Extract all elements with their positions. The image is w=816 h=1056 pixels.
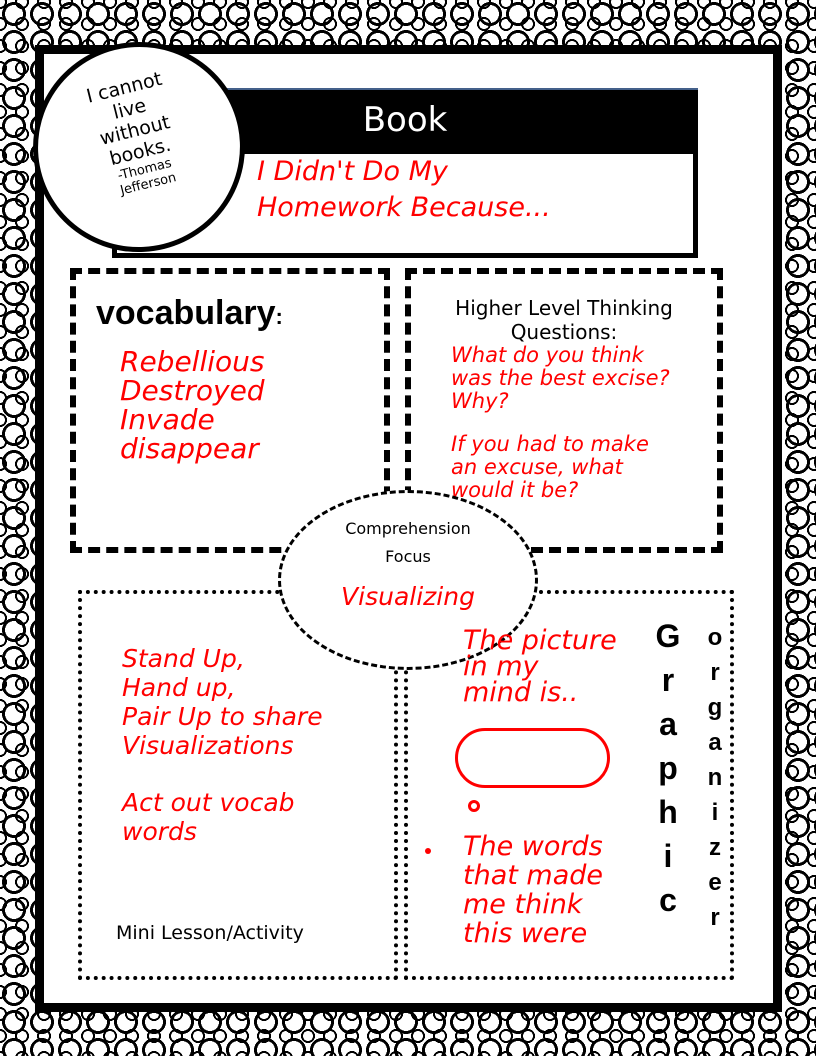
vocab-word: disappear	[120, 432, 259, 465]
question-line: What do you think	[451, 343, 644, 367]
thought-cloud-icon	[455, 728, 610, 788]
thought-bubble-icon	[468, 800, 480, 812]
comprehension-focus-value: Visualizing	[341, 582, 475, 611]
activity-line: Stand Up,	[122, 644, 245, 673]
question-line: an excuse, what	[451, 455, 623, 479]
prompt-line: The picture	[463, 625, 617, 656]
comprehension-focus-oval: Comprehension Focus Visualizing	[278, 490, 538, 670]
vocabulary-heading: vocabulary:	[96, 294, 283, 332]
activity-line: Act out vocab	[122, 788, 295, 817]
question-line: would it be?	[451, 478, 579, 502]
activity-line: Pair Up to share	[122, 702, 323, 731]
activity-line: Hand up,	[122, 673, 236, 702]
activity-line: Visualizations	[122, 731, 294, 760]
vocabulary-box: vocabulary: Rebellious Destroyed Invade …	[70, 268, 390, 553]
mini-lesson-label: Mini Lesson/Activity	[116, 922, 304, 944]
comprehension-heading: Focus	[385, 547, 431, 566]
question-line: Why?	[451, 389, 509, 413]
prompt-line: The words	[463, 831, 603, 862]
book-title-line: I Didn't Do My	[257, 156, 448, 187]
graphic-organizer-box	[404, 590, 734, 980]
activity-line: words	[122, 817, 197, 846]
mini-lesson-box: Stand Up, Hand up, Pair Up to share Visu…	[78, 590, 398, 980]
book-title-line: Homework Because...	[257, 192, 551, 223]
vocab-word: Invade	[120, 403, 215, 436]
prompt-line: in my	[463, 651, 539, 682]
question-line: If you had to make	[451, 432, 649, 456]
vocab-word: Destroyed	[120, 374, 265, 407]
vocab-word: Rebellious	[120, 345, 265, 378]
prompt-line: me think	[463, 889, 583, 920]
prompt-line: mind is..	[463, 677, 579, 708]
bullet-icon	[425, 848, 431, 854]
comprehension-heading: Comprehension	[345, 519, 471, 538]
book-title-box: I Didn't Do My Homework Because...	[112, 152, 698, 258]
prompt-line: this were	[463, 918, 588, 949]
prompt-line: that made	[463, 860, 604, 891]
question-line: was the best excise?	[451, 366, 670, 390]
